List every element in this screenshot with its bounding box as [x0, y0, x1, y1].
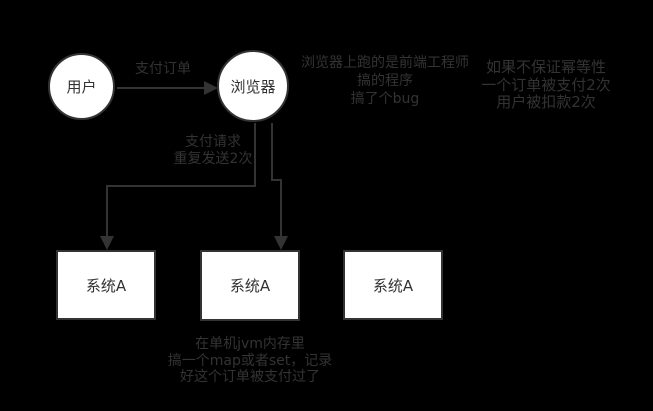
node-system-a-1-label: 系统A — [85, 276, 127, 295]
node-system-a-3-label: 系统A — [372, 276, 414, 295]
node-system-a-2-label: 系统A — [229, 277, 271, 295]
edge-label-pay-request-line2: 重复发送2次 — [173, 151, 253, 167]
edge-label-pay-order: 支付订单 — [135, 61, 191, 77]
arrowhead-right-icon — [204, 81, 218, 95]
node-user-label: 用户 — [66, 78, 97, 96]
edge-label-pay-request: 支付请求 重复发送2次 — [165, 134, 261, 168]
node-user[interactable]: 用户 — [48, 53, 115, 120]
annotation-memory-dedup-line2: 搞一个map或者set，记录 — [167, 352, 333, 369]
annotation-memory-dedup-line1: 在单机jvm内存里 — [195, 336, 305, 352]
edge-label-pay-request-line1: 支付请求 — [185, 134, 241, 150]
edge-browser-to-system1 — [100, 123, 256, 250]
node-system-a-3[interactable]: 系统A — [343, 250, 443, 320]
node-system-a-2[interactable]: 系统A — [200, 250, 300, 321]
node-browser[interactable]: 浏览器 — [217, 50, 289, 122]
annotation-memory-dedup-line3: 好这个订单被支付过了 — [180, 369, 320, 385]
node-browser-label: 浏览器 — [230, 77, 276, 96]
arrowhead-down-icon — [100, 236, 114, 250]
edge-user-to-browser — [117, 81, 218, 95]
annotation-browser-bug-line2: 搞的程序 — [357, 73, 413, 89]
annotation-browser-bug-line3: 搞了个bug — [350, 91, 420, 107]
annotation-idempotency-risk-line2: 一个订单被支付2次 — [481, 75, 611, 94]
annotation-idempotency-risk: 如果不保证幂等性 一个订单被支付2次 用户被扣款2次 — [466, 58, 626, 112]
edge-browser-to-system2 — [271, 123, 288, 250]
arrowhead-down-icon — [274, 236, 288, 250]
node-system-a-1[interactable]: 系统A — [56, 250, 156, 320]
annotation-idempotency-risk-line1: 如果不保证幂等性 — [485, 58, 606, 76]
annotation-idempotency-risk-line3: 用户被扣款2次 — [496, 93, 596, 111]
annotation-memory-dedup: 在单机jvm内存里 搞一个map或者set，记录 好这个订单被支付过了 — [160, 336, 340, 386]
annotation-browser-bug-line1: 浏览器上跑的是前端工程师 — [301, 55, 469, 71]
annotation-browser-bug: 浏览器上跑的是前端工程师 搞的程序 搞了个bug — [299, 54, 471, 108]
